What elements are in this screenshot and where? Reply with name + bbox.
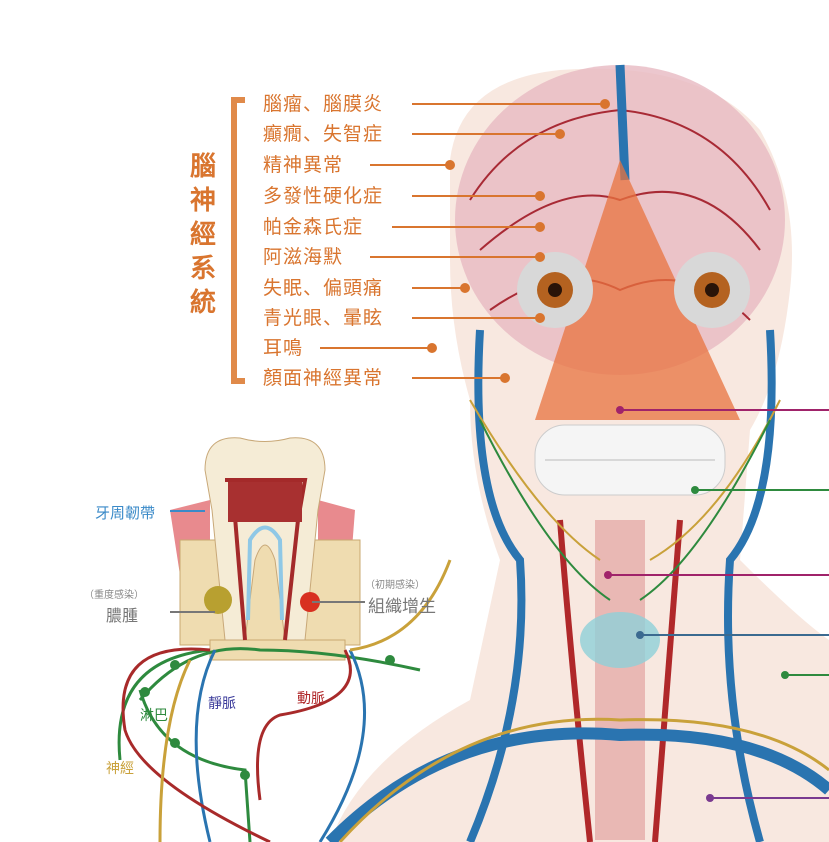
condition-label: 阿滋海默 xyxy=(263,246,344,268)
periodontal-ligament-label: 牙周韌帶 xyxy=(95,504,156,522)
head-figure xyxy=(325,64,829,842)
artery-label: 動脈 xyxy=(297,691,325,707)
severe-infection-label: （重度感染） xyxy=(84,590,144,601)
condition-label: 癲癇、失智症 xyxy=(263,123,384,145)
condition-label: 失眠、偏頭痛 xyxy=(263,277,384,299)
condition-leader-lines xyxy=(320,99,610,383)
early-infection-label: （初期感染） xyxy=(365,580,425,591)
bracket xyxy=(231,97,245,384)
condition-label: 帕金森氏症 xyxy=(263,216,364,238)
condition-label: 腦瘤、腦膜炎 xyxy=(263,93,384,115)
condition-label: 青光眼、暈眩 xyxy=(263,307,384,329)
tooth-diagram xyxy=(117,437,452,842)
lymph-label: 淋巴 xyxy=(140,708,168,724)
system-title: 腦 神 經 系 統 xyxy=(189,152,216,318)
condition-label: 多發性硬化症 xyxy=(263,185,384,207)
condition-label: 精神異常 xyxy=(263,154,344,176)
tissue-hyperplasia-label: 組織增生 xyxy=(368,597,436,617)
abscess-label: 膿腫 xyxy=(106,606,139,625)
condition-label: 顏面神經異常 xyxy=(263,367,384,389)
vein-label: 靜脈 xyxy=(208,696,236,712)
nasal-region xyxy=(535,160,740,420)
right-leader-lines xyxy=(604,406,829,802)
nerve-label: 神經 xyxy=(106,761,134,777)
thyroid xyxy=(580,612,660,668)
trachea xyxy=(595,520,645,840)
condition-label: 耳鳴 xyxy=(263,337,304,359)
